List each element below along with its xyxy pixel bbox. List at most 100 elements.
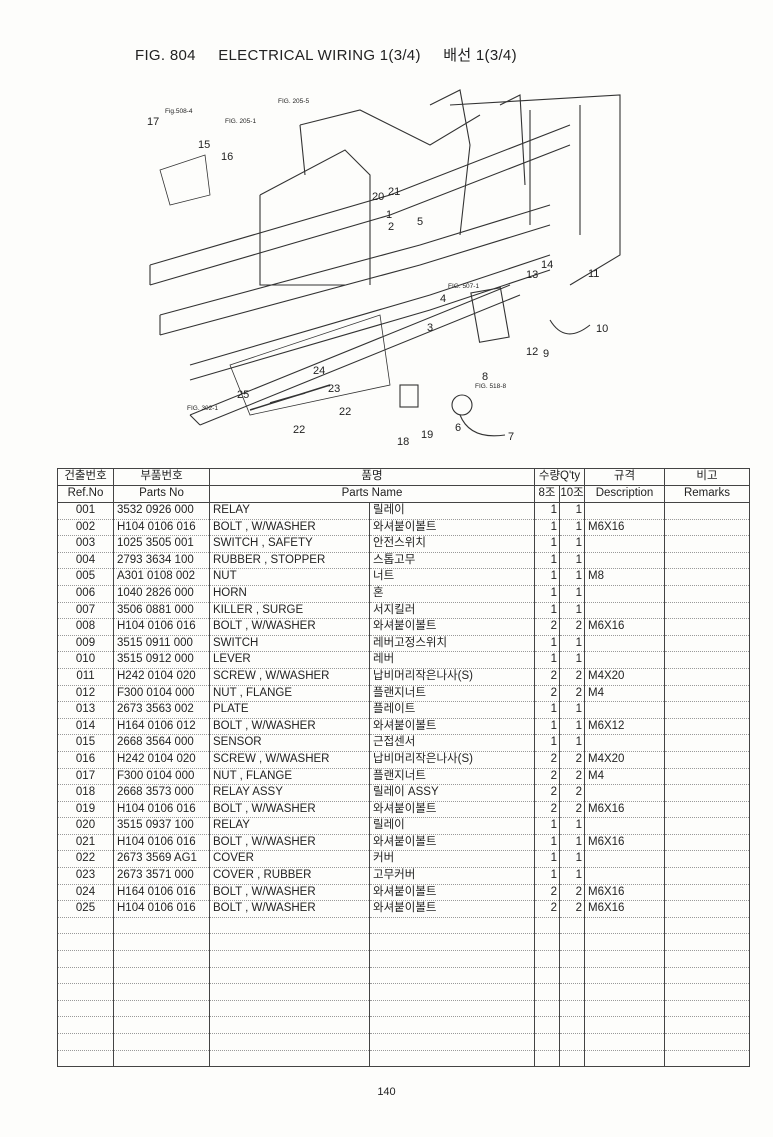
parts-no-cell: A301 0108 002: [113, 568, 210, 586]
parts-name-ko-cell: 플랜지너트: [369, 685, 535, 703]
parts-name-en-cell: BOLT , W/WASHER: [209, 618, 370, 636]
remarks-cell: [664, 1000, 750, 1018]
figure-name-korean: 배선 1(3/4): [443, 47, 517, 64]
parts-name-ko-cell: [369, 1050, 535, 1068]
ref-no-cell: 025: [57, 900, 114, 918]
description-cell: M4X20: [584, 668, 665, 686]
header-parts-name: Parts Name: [209, 485, 535, 503]
description-cell: M6X16: [584, 834, 665, 852]
parts-name-ko-cell: 안전스위치: [369, 535, 535, 553]
callout: 6: [455, 422, 461, 434]
header-parts-no: Parts No: [113, 485, 210, 503]
qty-10-cell: 1: [559, 734, 585, 752]
ref-no-cell: 007: [57, 602, 114, 620]
ref-no-cell: 009: [57, 635, 114, 653]
description-cell: [584, 635, 665, 653]
ref-no-cell: 016: [57, 751, 114, 769]
qty-10-cell: 1: [559, 552, 585, 570]
qty-10-cell: 2: [559, 768, 585, 786]
qty-10-cell: 1: [559, 817, 585, 835]
qty-10-cell: 2: [559, 751, 585, 769]
qty-8-cell: 1: [534, 850, 560, 869]
description-cell: M6X16: [584, 801, 665, 819]
parts-no-cell: H104 0106 016: [113, 900, 210, 918]
qty-10-cell: [559, 1033, 585, 1051]
description-cell: [584, 1033, 665, 1051]
parts-name-en-cell: SWITCH: [209, 635, 370, 653]
qty-10-cell: 1: [559, 535, 585, 553]
ref-no-cell: 008: [57, 618, 114, 636]
callout: 7: [508, 431, 514, 443]
parts-name-ko-cell: [369, 950, 535, 968]
parts-no-cell: [113, 1050, 210, 1068]
qty-8-cell: 2: [534, 668, 560, 686]
parts-name-en-cell: RELAY ASSY: [209, 784, 370, 802]
parts-no-cell: 2668 3573 000: [113, 784, 210, 802]
description-cell: [584, 585, 665, 603]
parts-name-en-cell: [209, 933, 370, 952]
qty-8-cell: [534, 1000, 560, 1018]
parts-name-en-cell: [209, 1033, 370, 1051]
fig-ref: FIG. 205-5: [278, 98, 309, 105]
callout: 23: [328, 383, 340, 395]
ref-no-cell: 024: [57, 884, 114, 902]
parts-name-ko-cell: [369, 983, 535, 1001]
parts-no-cell: F300 0104 000: [113, 685, 210, 703]
qty-8-cell: 1: [534, 502, 560, 520]
remarks-cell: [664, 635, 750, 653]
description-cell: M6X16: [584, 519, 665, 537]
empty-row: [57, 967, 750, 985]
parts-no-cell: 2668 3564 000: [113, 734, 210, 752]
header-description: Description: [584, 485, 665, 503]
parts-name-ko-cell: 레버: [369, 651, 535, 669]
ref-no-cell: 015: [57, 734, 114, 752]
callout: 8: [482, 371, 488, 383]
parts-name-ko-cell: [369, 1033, 535, 1051]
qty-10-cell: [559, 967, 585, 985]
remarks-cell: [664, 867, 750, 885]
remarks-cell: [664, 950, 750, 968]
ref-no-cell: 022: [57, 850, 114, 869]
qty-8-cell: 2: [534, 768, 560, 786]
parts-name-ko-cell: 릴레이 ASSY: [369, 784, 535, 802]
ref-no-cell: 001: [57, 502, 114, 520]
parts-name-en-cell: [209, 983, 370, 1001]
parts-name-ko-cell: [369, 917, 535, 935]
fig-ref: FIG. 518-8: [475, 383, 506, 390]
header-name-ko: 품명: [209, 468, 535, 486]
callout: 15: [198, 139, 210, 151]
description-cell: [584, 850, 665, 869]
parts-name-ko-cell: 플레이트: [369, 701, 535, 719]
callout: 1: [386, 209, 392, 221]
parts-name-en-cell: [209, 967, 370, 985]
qty-10-cell: [559, 1016, 585, 1034]
parts-name-en-cell: [209, 1000, 370, 1018]
remarks-cell: [664, 701, 750, 719]
remarks-cell: [664, 967, 750, 985]
parts-name-ko-cell: 릴레이: [369, 502, 535, 520]
qty-10-cell: 2: [559, 685, 585, 703]
callout: 2: [388, 221, 394, 233]
parts-name-en-cell: PLATE: [209, 701, 370, 719]
callout: 14: [541, 259, 553, 271]
remarks-cell: [664, 502, 750, 520]
parts-name-ko-cell: 와셔붙이볼트: [369, 801, 535, 819]
description-cell: [584, 552, 665, 570]
remarks-cell: [664, 668, 750, 686]
parts-no-cell: 2793 3634 100: [113, 552, 210, 570]
parts-name-en-cell: COVER , RUBBER: [209, 867, 370, 885]
remarks-cell: [664, 585, 750, 603]
qty-8-cell: 2: [534, 900, 560, 918]
qty-10-cell: 1: [559, 635, 585, 653]
parts-name-ko-cell: 릴레이: [369, 817, 535, 835]
parts-name-en-cell: RELAY: [209, 817, 370, 835]
